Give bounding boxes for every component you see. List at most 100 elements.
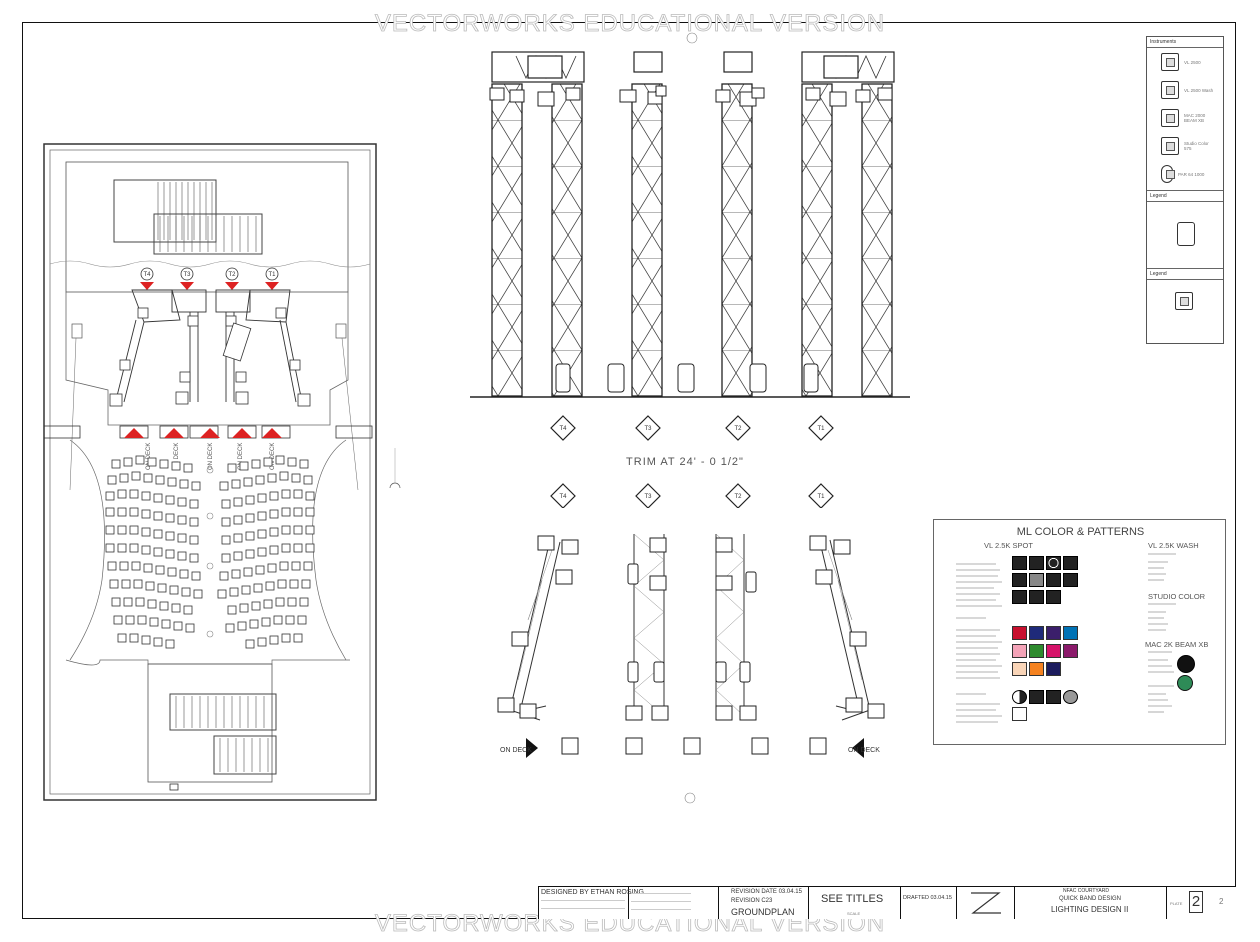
ml-vl25k-wash: VL 2.5K WASH <box>1148 541 1199 550</box>
mac2k-gobo-2 <box>1177 675 1193 691</box>
tb-course: LIGHTING DESIGN II <box>1051 905 1129 914</box>
tb-scale-cell: SEE TITLES SCALE <box>809 887 901 919</box>
truss-elevation <box>470 32 910 398</box>
tb-sheet-title: GROUNDPLAN <box>731 907 795 917</box>
gp-pos-t1: T1 <box>268 272 276 278</box>
gobo-4 <box>1063 556 1078 570</box>
color-swatch-10 <box>1029 662 1044 676</box>
legend-header-1: Legend <box>1147 190 1223 202</box>
mac2000-icon <box>1161 109 1179 127</box>
tb-revision-cell: REVISION DATE 03.04.15 REVISION C23 GROU… <box>719 887 809 919</box>
gp-pos-t4: T4 <box>143 272 151 278</box>
color-swatch-5 <box>1012 644 1027 658</box>
legend-header-2: Legend <box>1147 268 1223 280</box>
color-swatch-2 <box>1029 626 1044 640</box>
legend-item-vl2500: VL 2500 <box>1147 48 1223 76</box>
gp-ondeck-3: ON DECK <box>208 443 214 470</box>
tb-drafted-cell: DRAFTED 03.04.15 <box>901 887 957 919</box>
gobo-7 <box>1046 573 1061 587</box>
vl2500-spot-icon <box>1161 53 1179 71</box>
gobo-14 <box>1046 690 1061 704</box>
tb-project-school: NFAC COURTYARD <box>1063 888 1109 894</box>
gobo-1 <box>1012 556 1027 570</box>
gobo-11 <box>1046 590 1061 604</box>
tb-logo-cell <box>957 887 1015 919</box>
elev-bot-t1: T1 <box>817 494 825 500</box>
legend-instruments-header: Instruments <box>1147 37 1223 48</box>
tb-scale-label: SCALE <box>847 911 861 916</box>
ml-vl25k-spot: VL 2.5K SPOT <box>984 541 1033 550</box>
gobo-13 <box>1029 690 1044 704</box>
legend-key-icon <box>1175 292 1193 310</box>
tb-notes-cell <box>629 887 719 919</box>
tb-designer-cell: DESIGNED BY ETHAN ROSING <box>539 887 644 919</box>
tb-project-name: QUICK BAND DESIGN <box>1059 896 1122 902</box>
tb-logo-icon <box>971 892 1001 914</box>
color-swatch-6 <box>1029 644 1044 658</box>
color-swatch-8 <box>1063 644 1078 658</box>
gp-pos-t3: T3 <box>183 272 191 278</box>
gobo-16 <box>1012 707 1027 721</box>
mac2k-gobo-1 <box>1177 655 1195 673</box>
gp-ondeck-5: ON DECK <box>270 443 276 470</box>
ml-wash-slot-list <box>1148 553 1176 713</box>
ml-spot-slot-list <box>956 563 1002 723</box>
gp-ondeck-4: ON DECK <box>238 443 244 470</box>
plot-ondeck-left: ON DECK <box>500 747 532 754</box>
elev-bot-t4: T4 <box>559 494 567 500</box>
legend-fixture-icon <box>1177 222 1195 246</box>
title-block: DESIGNED BY ETHAN ROSING REVISION DATE 0… <box>538 886 1236 919</box>
elev-top-t1: T1 <box>817 426 825 432</box>
gp-ondeck-1: ON DECK <box>146 443 152 470</box>
instrument-legend: Instruments VL 2500 VL 2500 Wash MAC 200… <box>1146 36 1224 344</box>
color-swatch-4 <box>1063 626 1078 640</box>
tb-plate-of: 2 <box>1219 897 1224 906</box>
ml-studio-color: STUDIO COLOR <box>1148 592 1206 601</box>
tb-revision: REVISION C23 <box>731 898 773 904</box>
gobo-8 <box>1063 573 1078 587</box>
elev-top-t2: T2 <box>734 426 742 432</box>
gobo-3 <box>1046 556 1061 570</box>
tb-see-titles: SEE TITLES <box>821 893 884 905</box>
gp-pos-t2: T2 <box>228 272 236 278</box>
elev-top-t3: T3 <box>644 426 652 432</box>
gobo-5 <box>1012 573 1027 587</box>
light-plot-plan: ON DECK ON DECK <box>497 533 885 804</box>
color-swatch-1 <box>1012 626 1027 640</box>
studio-color-icon <box>1161 137 1179 155</box>
color-swatch-3 <box>1046 626 1061 640</box>
elevation-markers: T4 T3 T2 T1 T4 T3 T2 T1 <box>550 415 834 508</box>
elev-bot-t2: T2 <box>734 494 742 500</box>
watermark-top: VECTORWORKS EDUCATIONAL VERSION <box>374 10 886 38</box>
ml-mac2k: MAC 2K BEAM XB <box>1145 640 1209 649</box>
legend-sample-2 <box>1147 280 1223 320</box>
legend-item-par64: PAR 64 1000 <box>1147 160 1223 188</box>
vl2500-wash-icon <box>1161 81 1179 99</box>
gobo-12 <box>1012 690 1027 704</box>
plot-ondeck-right: ON DECK <box>848 747 880 754</box>
legend-item-studio-color: Studio Color 575 <box>1147 132 1223 160</box>
color-swatch-7 <box>1046 644 1061 658</box>
tb-drafted: DRAFTED 03.04.15 <box>903 895 952 901</box>
legend-item-mac2000: MAC 2000 BEAM XB <box>1147 104 1223 132</box>
ground-plan: T4 T3 T2 T1 ON DECK ON DECK ON DECK O <box>43 143 377 801</box>
ml-title: ML COLOR & PATTERNS <box>1016 526 1145 538</box>
gobo-2 <box>1029 556 1044 570</box>
gobo-6 <box>1029 573 1044 587</box>
trim-height-label: TRIM AT 24' - 0 1/2" <box>626 456 744 468</box>
tb-plate-number: 2 <box>1189 891 1203 913</box>
tb-plate-label: PLATE <box>1170 901 1183 906</box>
color-swatch-11 <box>1046 662 1061 676</box>
gobo-15 <box>1063 690 1078 704</box>
ml-color-patterns-panel: ML COLOR & PATTERNS VL 2.5K SPOT VL 2.5K… <box>933 519 1226 745</box>
color-swatch-9 <box>1012 662 1027 676</box>
elev-top-t4: T4 <box>559 426 567 432</box>
elev-bot-t3: T3 <box>644 494 652 500</box>
gp-ondeck-2: ON DECK <box>174 443 180 470</box>
tb-project-cell: NFAC COURTYARD QUICK BAND DESIGN LIGHTIN… <box>1015 887 1167 919</box>
par64-icon <box>1161 165 1175 183</box>
legend-sample-1 <box>1147 202 1223 268</box>
gobo-9 <box>1012 590 1027 604</box>
gobo-10 <box>1029 590 1044 604</box>
tb-plate-cell: PLATE 2 2 <box>1167 887 1237 919</box>
